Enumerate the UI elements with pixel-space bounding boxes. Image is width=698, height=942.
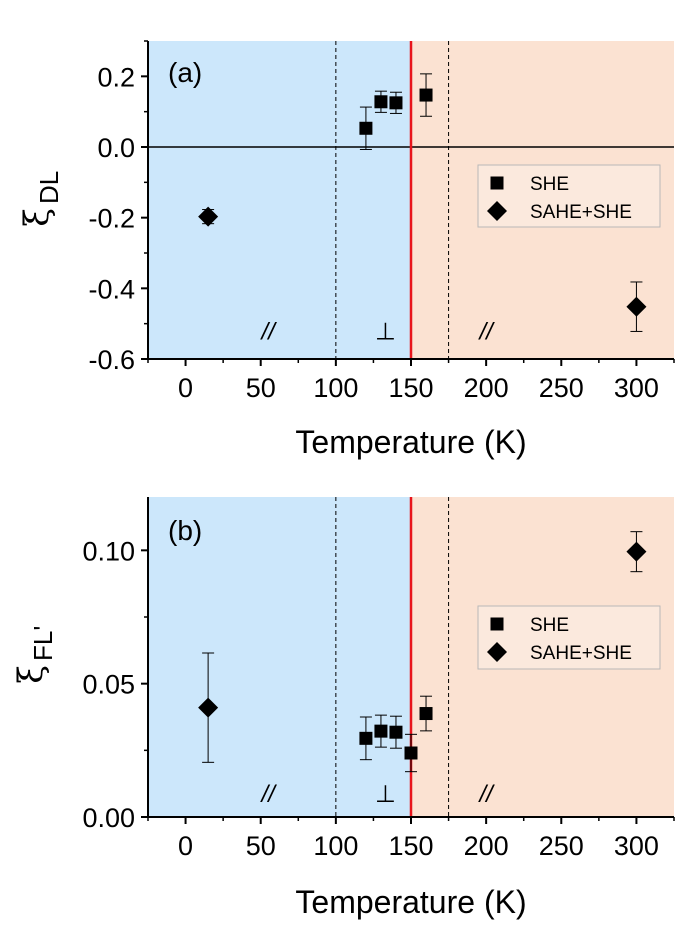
x-tick-label: 250 [539, 373, 584, 403]
y-tick-label: 0.05 [82, 670, 135, 700]
region-background [148, 41, 411, 359]
she-point [374, 95, 388, 109]
legend-entry: SHE [530, 174, 569, 195]
region-background [148, 497, 411, 817]
y-axis-title-symbol: ξ [11, 665, 51, 684]
x-tick-label: 150 [388, 373, 433, 403]
y-tick-label: 0.00 [82, 803, 135, 833]
x-tick-label: 50 [246, 373, 276, 403]
legend-square-marker [490, 176, 504, 190]
panel-b: // ⊥ // 0 50 100 150 200 250 300 0.00 0.05 0.10Tempe… [11, 497, 675, 920]
sahe-she-point [626, 296, 647, 317]
sahe-she-point [198, 206, 219, 227]
she-point [404, 746, 418, 760]
y-axis-title: ξ FL' [11, 626, 58, 684]
legend-box [477, 164, 661, 228]
y-tick-label: 0.10 [82, 536, 135, 566]
y-axis-title: ξ DL [17, 171, 64, 227]
legend-square-marker [490, 617, 504, 631]
legend-diamond-marker [487, 201, 507, 221]
sahe-she-point [626, 541, 647, 562]
panel-label: (a) [168, 57, 202, 88]
legend-box [477, 605, 661, 670]
x-tick-label: 200 [464, 373, 509, 403]
she-point [419, 707, 433, 721]
legend-entry: SAHE+SHE [530, 202, 632, 223]
she-point [389, 725, 403, 739]
x-tick-label: 300 [614, 831, 659, 861]
y-tick-label: 0.0 [97, 133, 135, 163]
panel-a: // ⊥ // 0 50 100 150 200 250 300 -0.6 -0.4 -0.2 0.0 0.… [17, 40, 675, 460]
region-label: // [477, 319, 495, 346]
region-label: // [260, 781, 278, 808]
x-tick-label: 0 [178, 373, 193, 403]
panel-label: (b) [168, 515, 202, 546]
she-point [359, 121, 373, 135]
region-label: // [477, 781, 495, 808]
y-tick-label: -0.2 [88, 204, 135, 234]
she-point [389, 96, 403, 110]
x-tick-label: 100 [313, 831, 358, 861]
region-label: ⊥ [375, 319, 396, 346]
sahe-she-point [198, 697, 219, 718]
x-axis-title: Temperature (K) [295, 424, 526, 460]
y-axis-title-subscript: FL' [28, 626, 58, 661]
x-tick-label: 100 [313, 373, 358, 403]
she-point [419, 88, 433, 102]
x-axis-title: Temperature (K) [295, 884, 526, 920]
region-label: ⊥ [375, 781, 396, 808]
legend-diamond-marker [487, 642, 507, 662]
x-tick-label: 50 [246, 831, 276, 861]
x-tick-label: 300 [614, 373, 659, 403]
y-tick-label: 0.2 [97, 62, 135, 92]
y-axis-title-subscript: DL [34, 171, 64, 204]
x-tick-label: 0 [178, 831, 193, 861]
x-tick-label: 200 [464, 831, 509, 861]
she-point [374, 724, 388, 738]
y-tick-label: -0.4 [88, 274, 135, 304]
she-point [359, 731, 373, 745]
legend-entry: SAHE+SHE [530, 643, 632, 664]
y-tick-label: -0.6 [88, 345, 135, 375]
x-tick-label: 250 [539, 831, 584, 861]
x-tick-label: 150 [388, 831, 433, 861]
legend-entry: SHE [530, 615, 569, 636]
y-axis-title-symbol: ξ [17, 208, 57, 227]
region-label: // [260, 319, 278, 346]
